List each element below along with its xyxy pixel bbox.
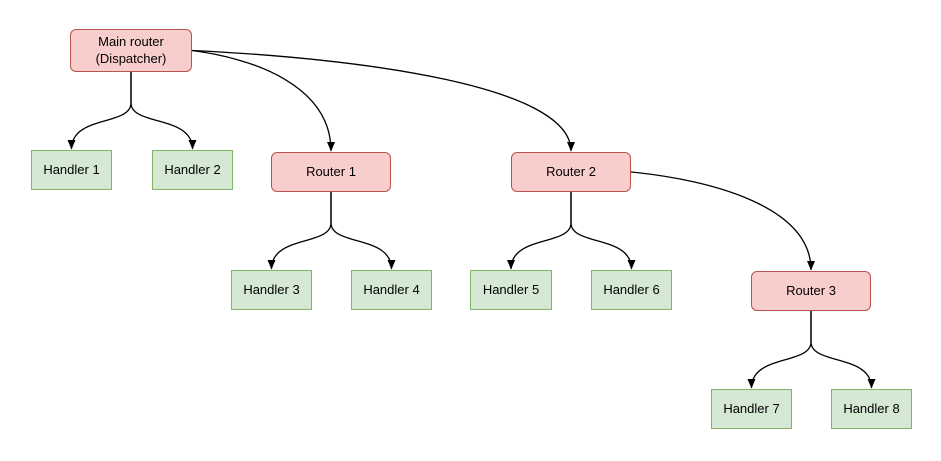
node-handler-1[interactable]: Handler 1 — [31, 150, 112, 190]
node-handler-8[interactable]: Handler 8 — [831, 389, 912, 429]
edge-router-1-handler-3[interactable] — [267, 192, 332, 270]
edge-router-2-handler-5[interactable] — [507, 192, 572, 270]
node-label: Handler 6 — [603, 281, 660, 297]
edge-main-router-handler-2[interactable] — [130, 72, 197, 150]
node-handler-3[interactable]: Handler 3 — [231, 270, 312, 310]
node-label: Router 3 — [786, 282, 836, 298]
edge-main-router-router-2[interactable] — [191, 49, 575, 152]
node-handler-4[interactable]: Handler 4 — [351, 270, 432, 310]
node-handler-7[interactable]: Handler 7 — [711, 389, 792, 429]
edge-router-3-handler-8[interactable] — [810, 311, 876, 389]
edge-router-1-handler-4[interactable] — [330, 192, 396, 270]
edge-main-router-router-1[interactable] — [191, 49, 335, 152]
node-handler-6[interactable]: Handler 6 — [591, 270, 672, 310]
node-label: Handler 8 — [843, 400, 900, 416]
node-label: Handler 2 — [164, 161, 221, 177]
node-main-router[interactable]: Main router (Dispatcher) — [70, 29, 192, 72]
node-label: Router 2 — [546, 163, 596, 179]
edges-group — [67, 49, 876, 389]
node-label: Router 1 — [306, 163, 356, 179]
node-handler-2[interactable]: Handler 2 — [152, 150, 233, 190]
node-label: Main router (Dispatcher) — [95, 33, 167, 66]
node-router-3[interactable]: Router 3 — [751, 271, 871, 311]
edge-router-2-handler-6[interactable] — [570, 192, 636, 270]
edge-main-router-handler-1[interactable] — [67, 72, 132, 150]
node-handler-5[interactable]: Handler 5 — [470, 270, 552, 310]
edge-router-2-router-3[interactable] — [630, 171, 815, 271]
node-label: Handler 5 — [482, 281, 540, 297]
node-label: Handler 7 — [723, 400, 780, 416]
node-router-1[interactable]: Router 1 — [271, 152, 391, 192]
node-label: Handler 3 — [243, 281, 300, 297]
node-label: Handler 4 — [363, 281, 420, 297]
node-label: Handler 1 — [43, 161, 100, 177]
node-router-2[interactable]: Router 2 — [511, 152, 631, 192]
edge-router-3-handler-7[interactable] — [747, 311, 812, 389]
